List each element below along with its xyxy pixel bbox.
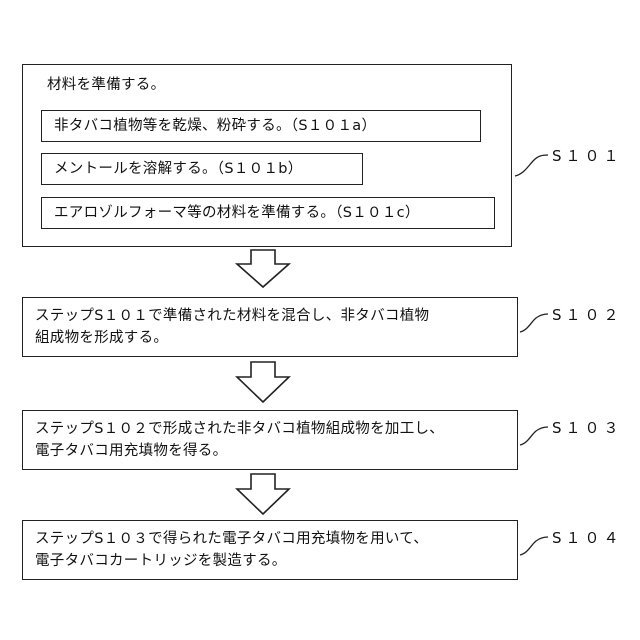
step-s101-label: S１０１ [552, 145, 623, 166]
leader-s101 [515, 155, 548, 176]
leader-s104 [520, 537, 548, 555]
down-arrow-2 [237, 362, 289, 402]
down-arrow-1 [237, 250, 289, 287]
down-arrow-3 [237, 474, 289, 514]
step-s104-label: S１０４ [552, 527, 623, 548]
step-s103-label: S１０３ [552, 417, 623, 438]
leader-s102 [520, 314, 548, 332]
step-s102-label: S１０２ [552, 304, 623, 325]
leader-s103 [520, 427, 548, 445]
